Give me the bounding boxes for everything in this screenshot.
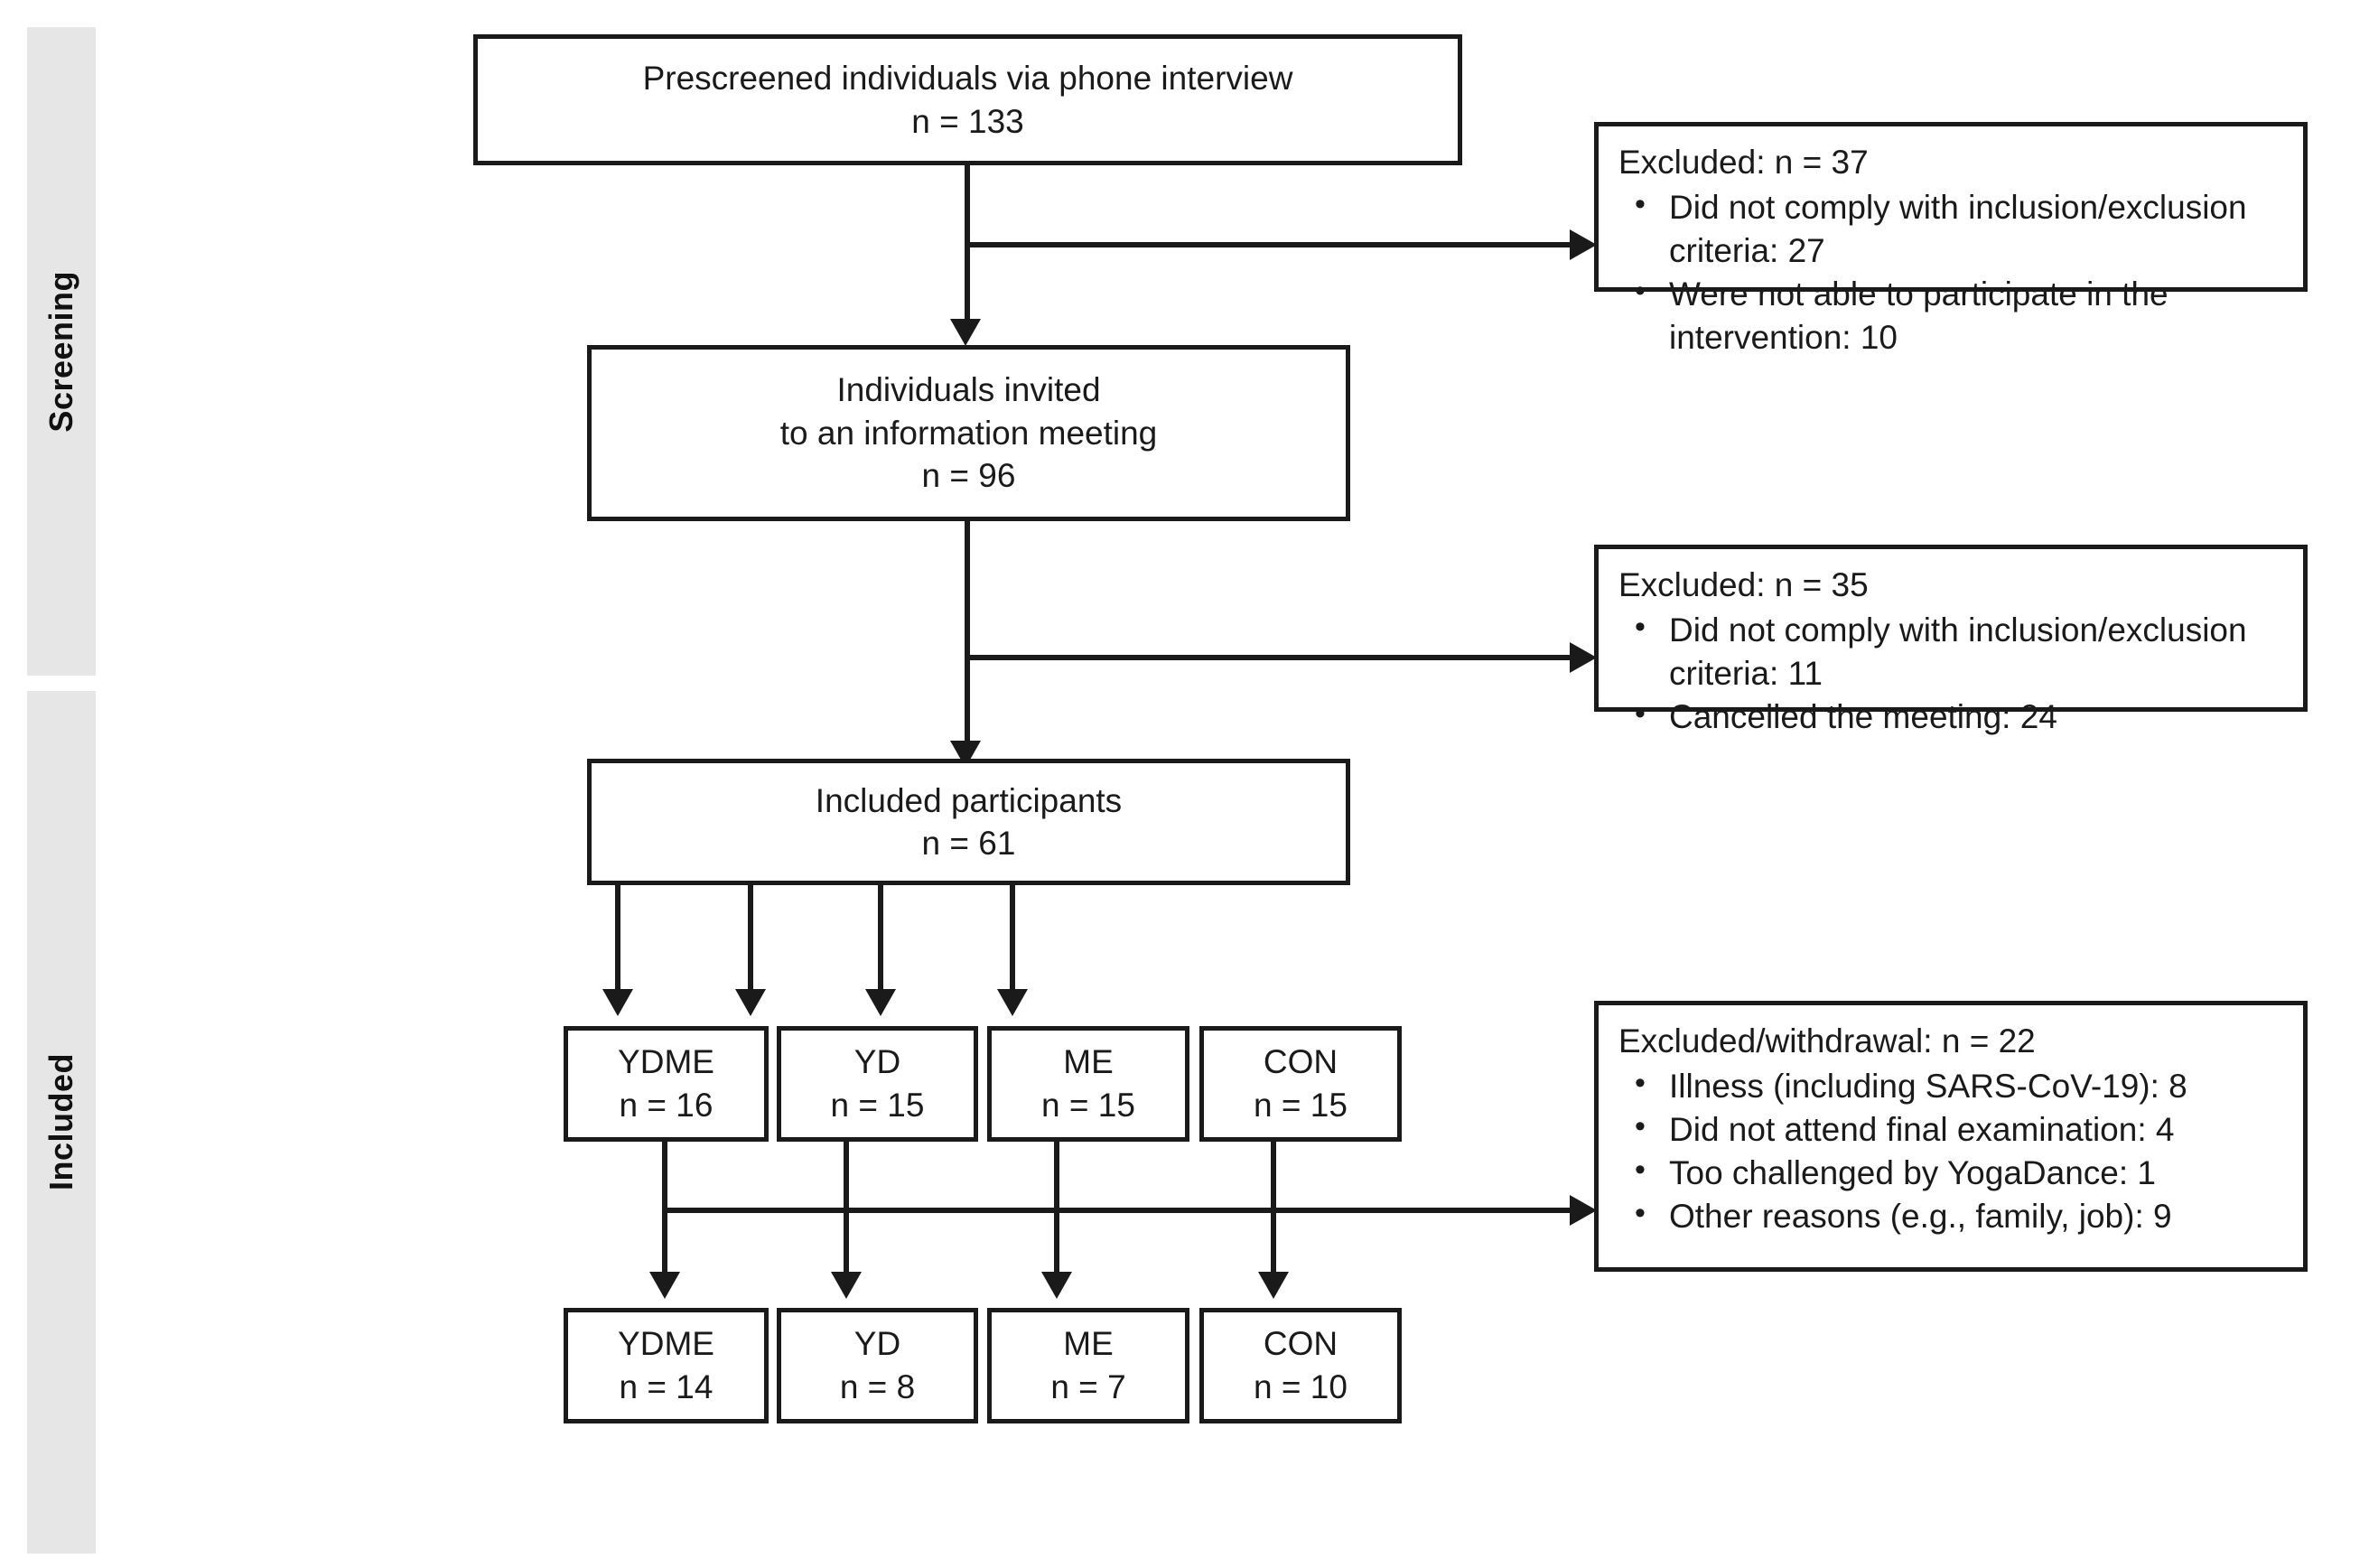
- list-item: • Cancelled the meeting: 24: [1618, 695, 2285, 739]
- node-prescreened: Prescreened individuals via phone interv…: [473, 34, 1462, 165]
- exclusion-2-item-1: Did not comply with inclusion/exclusion …: [1669, 611, 2247, 693]
- connector-groups-to-excluded-3: [662, 1208, 1579, 1213]
- arrowhead-alloc-yd: [735, 989, 766, 1016]
- connector-included-to-yd: [748, 885, 753, 992]
- connector-included-to-con: [1010, 885, 1015, 992]
- group-box-allocation-ydme: YDME n = 16: [564, 1026, 769, 1142]
- exclusion-box-1: Excluded: n = 37 • Did not comply with i…: [1594, 122, 2308, 356]
- bullet-icon: •: [1635, 696, 1646, 732]
- phase-label-screening: Screening: [42, 270, 79, 433]
- exclusion-1-item-1: Did not comply with inclusion/exclusion …: [1669, 189, 2247, 270]
- group-name: ME: [1063, 1324, 1114, 1362]
- group-name: YDME: [618, 1042, 714, 1080]
- arrowhead-final-yd: [831, 1272, 862, 1299]
- exclusion-3-item-4: Other reasons (e.g., family, job): 9: [1669, 1198, 2172, 1236]
- connector-invited-to-included: [965, 521, 970, 754]
- connector-included-to-me: [878, 885, 883, 992]
- group-name: YD: [853, 1042, 901, 1080]
- group-name: YD: [853, 1324, 901, 1362]
- exclusion-box-2: Excluded: n = 35 • Did not comply with i…: [1594, 545, 2308, 735]
- list-item: • Too challenged by YogaDance: 1: [1618, 1152, 2285, 1195]
- node-prescreened-count: n = 133: [911, 102, 1024, 140]
- group-count: n = 15: [1041, 1087, 1135, 1124]
- connector-invited-to-excluded-2: [965, 655, 1579, 660]
- group-box-allocation-me: ME n = 15: [987, 1026, 1189, 1142]
- group-count: n = 16: [619, 1087, 713, 1124]
- bullet-icon: •: [1635, 274, 1646, 309]
- exclusion-1-heading: Excluded: n = 37: [1618, 144, 1869, 181]
- group-name: CON: [1263, 1324, 1338, 1362]
- arrowhead-excluded-1: [1570, 229, 1597, 260]
- exclusion-2-list: • Did not comply with inclusion/exclusio…: [1618, 609, 2285, 739]
- bullet-icon: •: [1635, 610, 1646, 645]
- exclusion-3-heading: Excluded/withdrawal: n = 22: [1618, 1022, 2036, 1059]
- arrowhead-final-con: [1258, 1272, 1289, 1299]
- node-invited-count: n = 96: [921, 457, 1016, 495]
- node-included-title: Included participants: [815, 781, 1123, 819]
- connector-included-to-ydme: [615, 885, 620, 992]
- node-included-participants: Included participants n = 61: [587, 759, 1350, 885]
- exclusion-3-item-3: Too challenged by YogaDance: 1: [1669, 1154, 2156, 1192]
- list-item: • Other reasons (e.g., family, job): 9: [1618, 1195, 2285, 1238]
- node-invited: Individuals invited to an information me…: [587, 345, 1350, 521]
- list-item: • Illness (including SARS-CoV-19): 8: [1618, 1065, 2285, 1108]
- group-box-allocation-yd: YD n = 15: [777, 1026, 978, 1142]
- connector-prescreened-to-excluded-1: [965, 242, 1579, 247]
- exclusion-box-3: Excluded/withdrawal: n = 22 • Illness (i…: [1594, 1001, 2308, 1272]
- group-name: CON: [1263, 1042, 1338, 1080]
- group-box-allocation-con: CON n = 15: [1199, 1026, 1402, 1142]
- group-count: n = 15: [1254, 1087, 1348, 1124]
- group-box-final-con: CON n = 10: [1199, 1308, 1402, 1423]
- arrowhead-final-me: [1041, 1272, 1072, 1299]
- arrowhead-excluded-2: [1570, 642, 1597, 673]
- group-count: n = 10: [1254, 1368, 1348, 1405]
- group-count: n = 15: [830, 1087, 925, 1124]
- exclusion-3-item-2: Did not attend final examination: 4: [1669, 1111, 2175, 1149]
- exclusion-2-heading: Excluded: n = 35: [1618, 566, 1869, 603]
- phase-bar-screening: Screening: [27, 27, 96, 676]
- arrowhead-prescreened-to-invited: [950, 319, 981, 346]
- group-box-final-yd: YD n = 8: [777, 1308, 978, 1423]
- bullet-icon: •: [1635, 1066, 1646, 1101]
- node-prescreened-title: Prescreened individuals via phone interv…: [642, 60, 1293, 98]
- group-box-final-ydme: YDME n = 14: [564, 1308, 769, 1423]
- arrowhead-final-ydme: [649, 1272, 680, 1299]
- group-count: n = 8: [839, 1368, 916, 1405]
- arrowhead-excluded-3: [1570, 1195, 1597, 1226]
- exclusion-3-list: • Illness (including SARS-CoV-19): 8 • D…: [1618, 1065, 2285, 1238]
- bullet-icon: •: [1635, 1153, 1646, 1188]
- group-name: YDME: [618, 1324, 714, 1362]
- phase-label-included: Included: [42, 1053, 79, 1191]
- connector-prescreened-to-invited: [965, 165, 970, 332]
- exclusion-1-item-2: Were not able to participate in the inte…: [1669, 275, 2168, 357]
- bullet-icon: •: [1635, 1196, 1646, 1231]
- list-item: • Did not comply with inclusion/exclusio…: [1618, 609, 2285, 695]
- group-name: ME: [1063, 1042, 1114, 1080]
- group-count: n = 7: [1050, 1368, 1126, 1405]
- exclusion-1-list: • Did not comply with inclusion/exclusio…: [1618, 186, 2285, 359]
- phase-bar-included: Included: [27, 691, 96, 1554]
- node-invited-title-line1: Individuals invited: [836, 371, 1101, 409]
- group-box-final-me: ME n = 7: [987, 1308, 1189, 1423]
- node-invited-title-line2: to an information meeting: [779, 414, 1158, 452]
- list-item: • Were not able to participate in the in…: [1618, 273, 2285, 359]
- node-included-count: n = 61: [921, 825, 1016, 862]
- group-count: n = 14: [619, 1368, 713, 1405]
- arrowhead-alloc-con: [997, 989, 1028, 1016]
- bullet-icon: •: [1635, 1109, 1646, 1144]
- bullet-icon: •: [1635, 187, 1646, 222]
- list-item: • Did not comply with inclusion/exclusio…: [1618, 186, 2285, 273]
- arrowhead-alloc-ydme: [602, 989, 633, 1016]
- exclusion-2-item-2: Cancelled the meeting: 24: [1669, 698, 2057, 736]
- list-item: • Did not attend final examination: 4: [1618, 1108, 2285, 1152]
- exclusion-3-item-1: Illness (including SARS-CoV-19): 8: [1669, 1068, 2187, 1106]
- arrowhead-alloc-me: [865, 989, 896, 1016]
